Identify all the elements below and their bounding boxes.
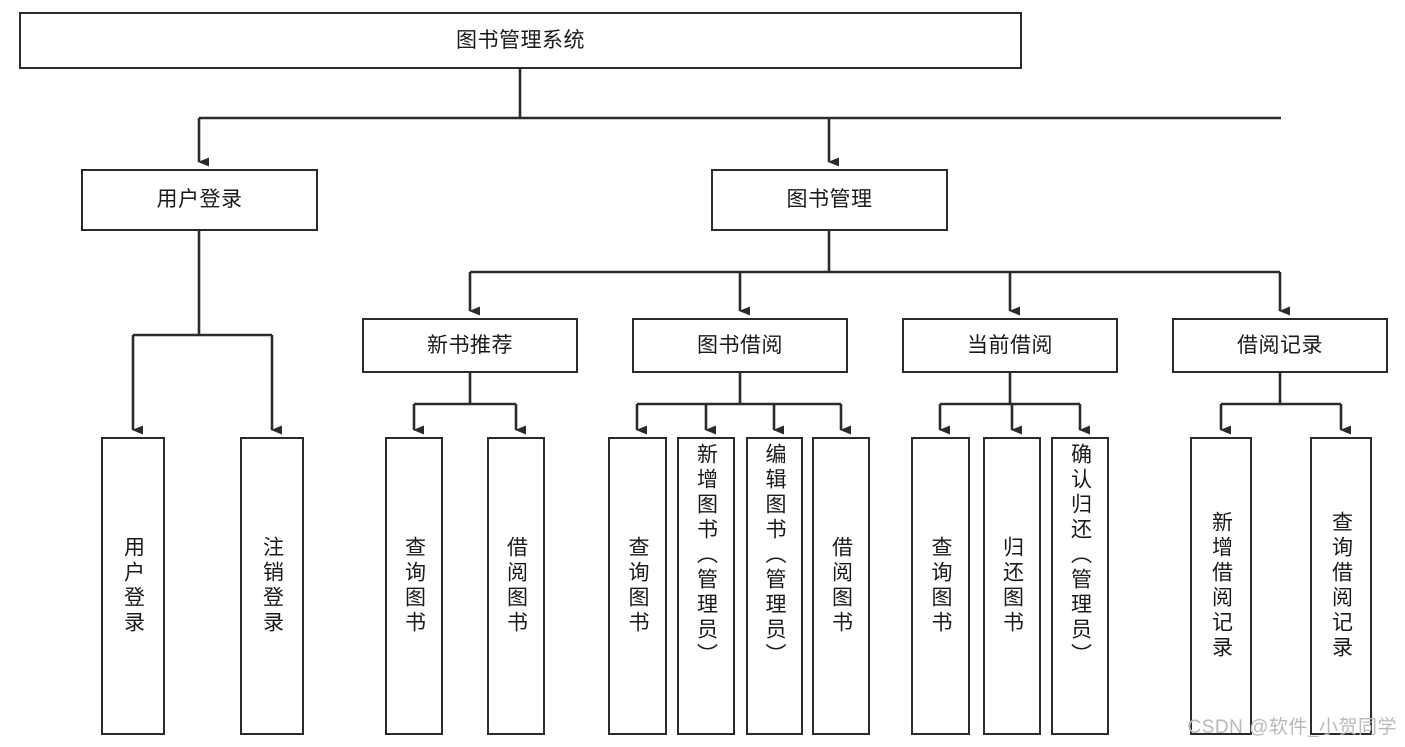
node-leaf-borrow-book-rec[interactable]: 借阅图书	[487, 437, 545, 735]
node-leaf-query-book-current-label: 查询图书	[929, 536, 952, 636]
node-leaf-query-book-rec[interactable]: 查询图书	[385, 437, 443, 735]
node-leaf-borrow-book[interactable]: 借阅图书	[812, 437, 870, 735]
node-leaf-user-login[interactable]: 用户登录	[101, 437, 165, 735]
node-current-borrow[interactable]: 当前借阅	[902, 318, 1118, 373]
node-leaf-add-borrow-record-label: 新增借阅记录	[1209, 511, 1233, 661]
node-root-system[interactable]: 图书管理系统	[19, 12, 1022, 69]
node-leaf-query-book-borrow-label: 查询图书	[626, 536, 649, 636]
node-user-login[interactable]: 用户登录	[81, 169, 318, 231]
node-leaf-confirm-return-admin[interactable]: 确认归还（管理员）	[1051, 437, 1109, 735]
node-leaf-query-book-current[interactable]: 查询图书	[911, 437, 970, 735]
node-root-label: 图书管理系统	[456, 28, 585, 52]
node-leaf-query-borrow-record-label: 查询借阅记录	[1329, 511, 1353, 661]
node-leaf-return-book-label: 归还图书	[1000, 536, 1024, 636]
node-leaf-logout-login-label: 注销登录	[260, 536, 284, 636]
node-current-borrow-label: 当前借阅	[967, 333, 1053, 357]
node-book-borrow[interactable]: 图书借阅	[632, 318, 848, 373]
node-leaf-add-borrow-record[interactable]: 新增借阅记录	[1190, 437, 1252, 735]
node-book-manage[interactable]: 图书管理	[711, 169, 948, 231]
node-leaf-add-book-admin[interactable]: 新增图书（管理员）	[677, 437, 735, 735]
node-leaf-query-book-rec-label: 查询图书	[402, 536, 426, 636]
node-leaf-add-book-admin-label: 新增图书（管理员）	[694, 443, 718, 668]
node-leaf-edit-book-admin[interactable]: 编辑图书（管理员）	[746, 437, 803, 735]
node-book-manage-label: 图书管理	[786, 188, 873, 212]
node-book-borrow-label: 图书借阅	[697, 333, 783, 357]
node-borrow-record[interactable]: 借阅记录	[1172, 318, 1388, 373]
node-leaf-logout-login[interactable]: 注销登录	[240, 437, 304, 735]
node-new-book-recommend[interactable]: 新书推荐	[362, 318, 578, 373]
node-leaf-query-book-borrow[interactable]: 查询图书	[608, 437, 667, 735]
node-leaf-confirm-return-admin-label: 确认归还（管理员）	[1068, 443, 1092, 668]
node-new-book-recommend-label: 新书推荐	[427, 333, 513, 357]
node-leaf-borrow-book-rec-label: 借阅图书	[504, 536, 528, 636]
node-borrow-record-label: 借阅记录	[1237, 333, 1323, 357]
node-user-login-label: 用户登录	[156, 188, 243, 212]
node-leaf-query-borrow-record[interactable]: 查询借阅记录	[1310, 437, 1372, 735]
node-leaf-edit-book-admin-label: 编辑图书（管理员）	[763, 443, 786, 668]
node-leaf-return-book[interactable]: 归还图书	[983, 437, 1041, 735]
node-leaf-user-login-label: 用户登录	[121, 536, 145, 636]
node-leaf-borrow-book-label: 借阅图书	[829, 536, 853, 636]
csdn-watermark: CSDN @软件_小贺同学	[1187, 717, 1397, 738]
